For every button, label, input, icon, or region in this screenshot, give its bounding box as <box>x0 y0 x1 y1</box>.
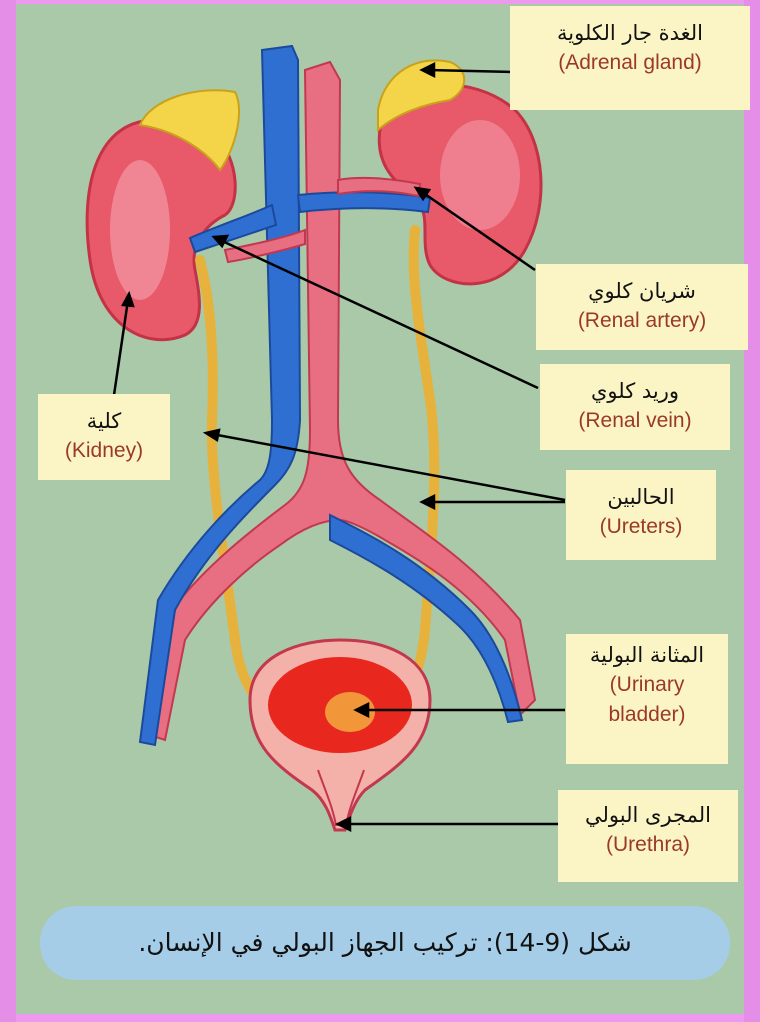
label-kidney: كلية (Kidney) <box>38 394 170 480</box>
label-renal-vein-english: (Renal vein) <box>540 406 730 436</box>
label-kidney-english: (Kidney) <box>38 436 170 466</box>
label-renal-vein: وريد كلوي (Renal vein) <box>540 364 730 450</box>
figure-caption: شكل (9-14): تركيب الجهاز البولي في الإنس… <box>40 906 730 980</box>
label-urinary-bladder: المثانة البولية (Urinary bladder) <box>566 634 728 764</box>
label-ureters: الحالبين (Ureters) <box>566 470 716 560</box>
label-ureters-english: (Ureters) <box>566 512 716 542</box>
label-renal-vein-arabic: وريد كلوي <box>540 376 730 406</box>
label-renal-artery-arabic: شريان كلوي <box>536 276 748 306</box>
label-urinary-bladder-arabic: المثانة البولية <box>566 640 728 670</box>
label-adrenal-gland: الغدة جار الكلوية (Adrenal gland) <box>510 6 750 110</box>
label-adrenal-gland-english: (Adrenal gland) <box>510 48 750 78</box>
label-renal-artery: شريان كلوي (Renal artery) <box>536 264 748 350</box>
label-urethra: المجرى البولي (Urethra) <box>558 790 738 882</box>
label-urethra-arabic: المجرى البولي <box>558 800 738 830</box>
right-ureter <box>390 230 434 710</box>
label-urinary-bladder-english-line1: (Urinary <box>566 670 728 700</box>
label-renal-artery-english: (Renal artery) <box>536 306 748 336</box>
label-adrenal-gland-arabic: الغدة جار الكلوية <box>510 18 750 48</box>
left-kidney-highlight <box>110 160 170 300</box>
label-kidney-arabic: كلية <box>38 406 170 436</box>
label-urinary-bladder-english-line2: bladder) <box>566 700 728 730</box>
label-ureters-arabic: الحالبين <box>566 482 716 512</box>
label-urethra-english: (Urethra) <box>558 830 738 860</box>
